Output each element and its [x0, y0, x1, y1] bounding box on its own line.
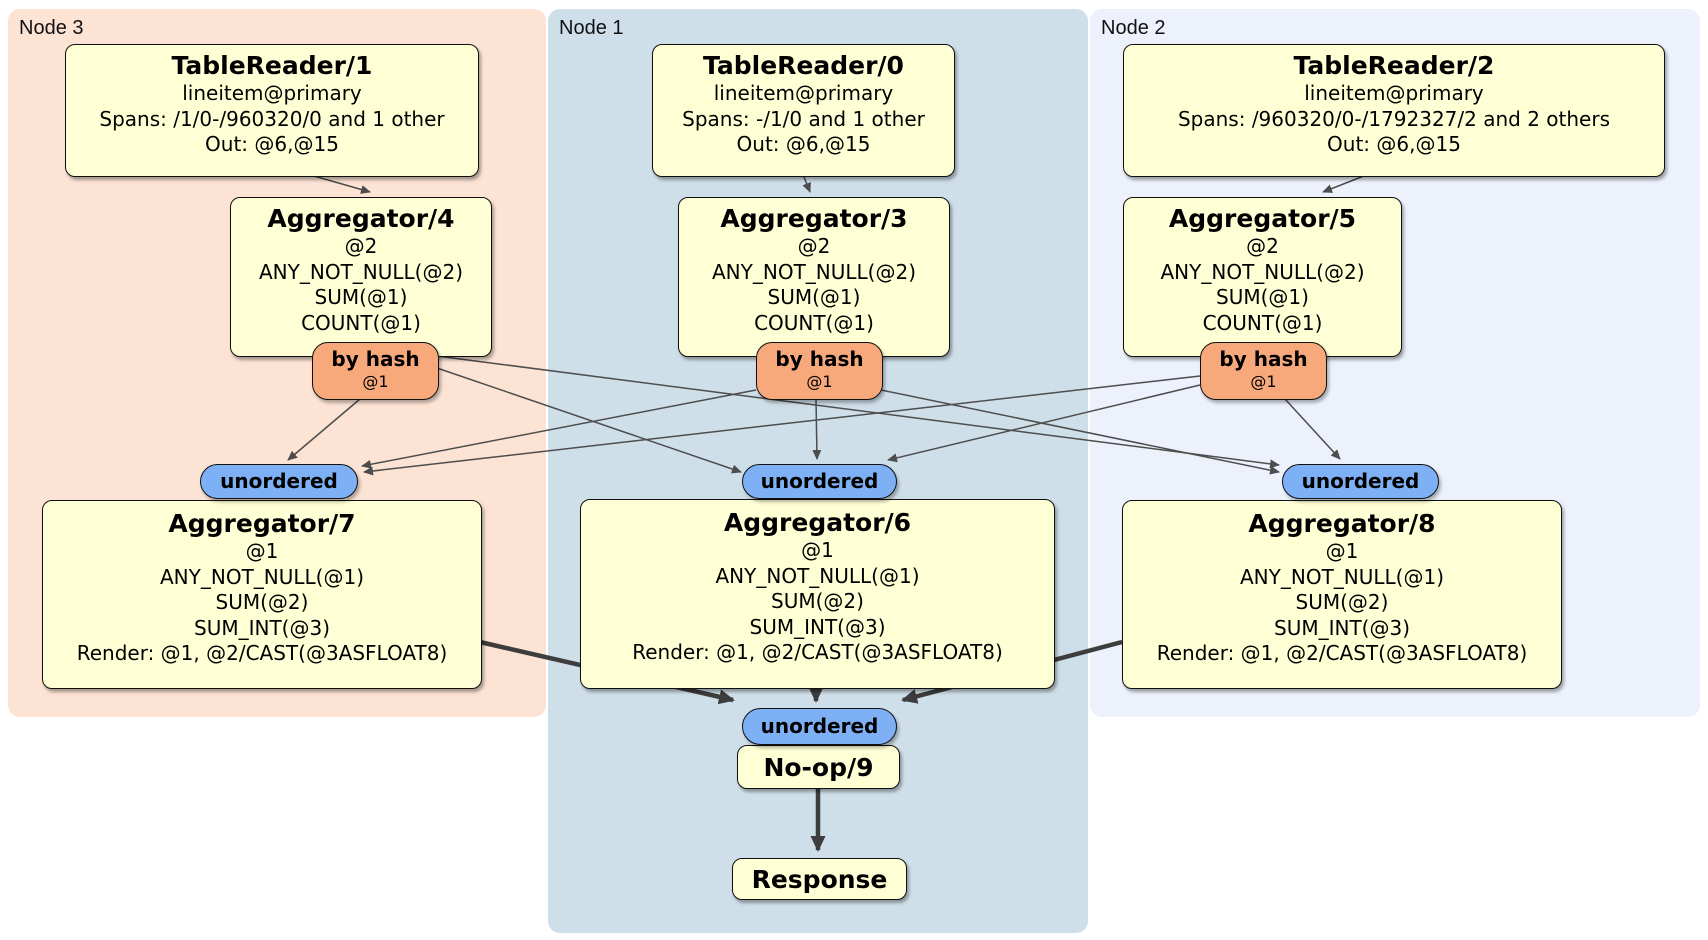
processor-detail: @1 [245, 539, 279, 563]
sync-unordered-node2: unordered [1282, 464, 1439, 499]
region-node-3-label: Node 3 [19, 17, 84, 39]
processor-tablereader-2: TableReader/2 lineitem@primary Spans: /9… [1123, 44, 1665, 177]
sync-unordered-node1: unordered [742, 464, 897, 499]
response-box: Response [732, 858, 907, 900]
processor-tablereader-1: TableReader/1 lineitem@primary Spans: /1… [65, 44, 479, 177]
edge-byhash1-unordered3 [361, 389, 757, 469]
processor-title: Aggregator/7 [168, 509, 356, 538]
processor-detail: COUNT(@1) [754, 310, 874, 335]
processor-title: TableReader/1 [171, 51, 373, 80]
sync-unordered-final: unordered [742, 708, 897, 745]
processor-tablereader-0: TableReader/0 lineitem@primary Spans: -/… [652, 44, 955, 177]
processor-detail: SUM(@1) [767, 285, 861, 309]
processor-title: Aggregator/6 [723, 508, 912, 537]
processor-detail: Render: @1, @2/CAST(@3ASFLOAT8) [76, 641, 448, 665]
processor-detail: @2 [1246, 234, 1279, 258]
processor-detail: @1 [1325, 539, 1359, 563]
edge-byhash2-unordered1 [887, 384, 1201, 463]
processor-detail: lineitem@primary [1304, 81, 1484, 105]
processor-aggregator-6: Aggregator/6 @1 ANY_NOT_NULL(@1) SUM(@2)… [580, 499, 1055, 689]
processor-title: Aggregator/5 [1168, 204, 1357, 233]
processor-detail: Out: @6,@15 [205, 132, 339, 156]
processor-aggregator-3: Aggregator/3 @2 ANY_NOT_NULL(@2) SUM(@1)… [678, 197, 950, 357]
processor-title: TableReader/0 [703, 51, 904, 80]
response-title: Response [751, 864, 888, 894]
processor-detail: Spans: /960320/0-/1792327/2 and 2 others [1177, 106, 1610, 131]
router-detail: @1 [1250, 372, 1277, 391]
processor-detail: COUNT(@1) [301, 310, 421, 335]
region-node-2-label: Node 2 [1101, 17, 1166, 39]
edge-byhash2-unordered2 [1284, 398, 1341, 460]
processor-title: Aggregator/3 [720, 204, 908, 233]
processor-aggregator-8: Aggregator/8 @1 ANY_NOT_NULL(@1) SUM(@2)… [1122, 500, 1562, 689]
router-by-hash-node1: by hash @1 [756, 342, 883, 400]
processor-detail: ANY_NOT_NULL(@2) [1160, 259, 1365, 284]
processor-detail: SUM(@1) [314, 285, 408, 309]
processor-detail: SUM_INT(@3) [1274, 615, 1410, 640]
processor-detail: Render: @1, @2/CAST(@3ASFLOAT8) [632, 640, 1003, 664]
edge-byhash2-unordered3 [363, 375, 1201, 476]
processor-aggregator-4: Aggregator/4 @2 ANY_NOT_NULL(@2) SUM(@1)… [230, 197, 492, 357]
processor-title: Aggregator/8 [1248, 509, 1436, 538]
processor-detail: lineitem@primary [182, 81, 362, 105]
processor-detail: ANY_NOT_NULL(@1) [715, 563, 920, 588]
edge-byhash3-unordered3 [287, 398, 361, 461]
processor-noop-9: No-op/9 [737, 745, 900, 789]
router-label: by hash [331, 347, 420, 371]
router-detail: @1 [806, 372, 833, 391]
processor-detail: @1 [801, 538, 834, 562]
edge-byhash1-unordered1 [812, 398, 822, 460]
processor-detail: ANY_NOT_NULL(@2) [712, 259, 916, 284]
processor-detail: SUM(@2) [771, 589, 864, 613]
processor-detail: Render: @1, @2/CAST(@3ASFLOAT8) [1156, 641, 1528, 665]
edge-byhash1-unordered2 [880, 389, 1280, 475]
processor-aggregator-7: Aggregator/7 @1 ANY_NOT_NULL(@1) SUM(@2)… [42, 500, 482, 689]
edge-byhash3-unordered2 [436, 355, 1280, 469]
processor-detail: Spans: /1/0-/960320/0 and 1 other [99, 106, 445, 131]
region-node-1-label: Node 1 [559, 17, 624, 39]
processor-detail: COUNT(@1) [1202, 310, 1323, 335]
processor-title: Aggregator/4 [267, 204, 455, 233]
processor-title: No-op/9 [763, 752, 874, 782]
router-by-hash-node3: by hash @1 [312, 342, 439, 400]
processor-detail: ANY_NOT_NULL(@1) [160, 564, 364, 589]
processor-detail: @2 [797, 234, 831, 258]
processor-detail: SUM_INT(@3) [194, 615, 330, 640]
processor-detail: Out: @6,@15 [1327, 132, 1461, 156]
router-label: by hash [1219, 347, 1308, 371]
router-label: by hash [775, 347, 864, 371]
processor-title: TableReader/2 [1293, 51, 1495, 80]
edge-byhash3-unordered1 [436, 367, 742, 474]
router-detail: @1 [362, 372, 389, 391]
processor-detail: Spans: -/1/0 and 1 other [682, 106, 925, 131]
processor-detail: ANY_NOT_NULL(@2) [259, 259, 463, 284]
processor-detail: lineitem@primary [713, 81, 894, 105]
processor-detail: SUM(@2) [1295, 590, 1389, 614]
processor-aggregator-5: Aggregator/5 @2 ANY_NOT_NULL(@2) SUM(@1)… [1123, 197, 1402, 357]
router-by-hash-node2: by hash @1 [1200, 342, 1327, 400]
processor-detail: ANY_NOT_NULL(@1) [1240, 564, 1444, 589]
processor-detail: Out: @6,@15 [736, 132, 871, 156]
processor-detail: SUM(@2) [215, 590, 309, 614]
processor-detail: @2 [344, 234, 378, 258]
processor-detail: SUM_INT(@3) [749, 614, 886, 639]
sync-unordered-node3: unordered [200, 464, 358, 499]
processor-detail: SUM(@1) [1216, 285, 1309, 309]
